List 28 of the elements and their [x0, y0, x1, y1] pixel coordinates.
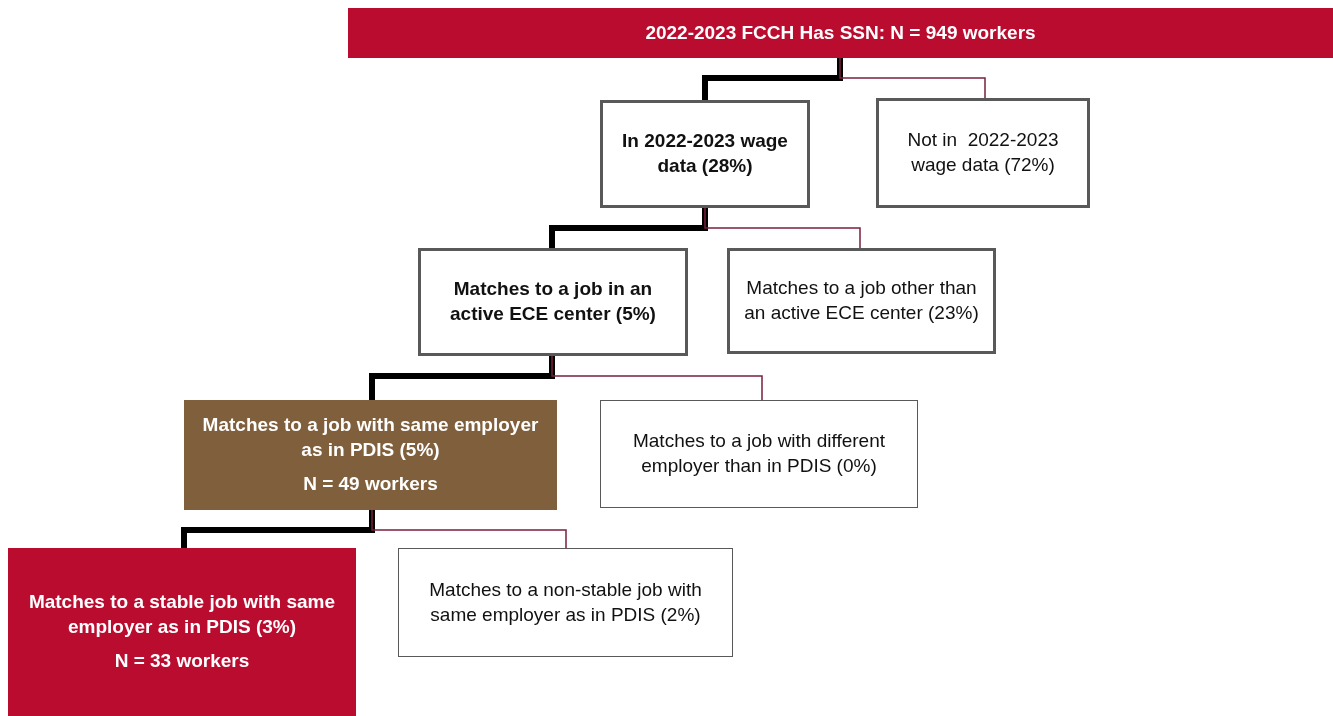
connector-line [551, 355, 763, 401]
connector-line [371, 509, 567, 549]
box-label: Matches to a job other than an active ECE center (23%) [743, 276, 980, 325]
process-box [418, 248, 688, 356]
connector-line [704, 207, 861, 249]
connector-line [181, 510, 375, 548]
box-label: In 2022-2023 wage data (28%) [621, 129, 789, 178]
connector-line [549, 208, 708, 248]
box-label: Matches to a job in an active ECE center (5%) [449, 277, 657, 326]
box-label: Matches to a job with same employer as in PDIS (5%) [201, 412, 540, 462]
count-label: N = 49 workers [303, 472, 438, 497]
connector-line [369, 356, 555, 400]
process-box [398, 548, 733, 657]
process-box [600, 100, 810, 208]
process-box [727, 248, 996, 354]
box-label: Matches to a non-stable job with same employer as in PDIS (2%) [428, 577, 703, 627]
title-banner [348, 8, 1333, 58]
box-label: 2022-2023 FCCH Has SSN: N = 949 workers [645, 20, 1036, 45]
box-label: Matches to a stable job with same employer as in PDIS (3%) [27, 589, 337, 639]
connector-line [702, 58, 843, 100]
connector-line [839, 57, 986, 99]
count-label: N = 33 workers [114, 649, 250, 674]
process-box [876, 98, 1090, 208]
box-label: Not in 2022-2023 wage data (72%) [906, 128, 1060, 177]
box-label: Matches to a job with different employer than in PDIS (0%) [631, 429, 887, 478]
process-box [184, 400, 557, 510]
process-box [600, 400, 918, 508]
process-box [8, 548, 356, 716]
